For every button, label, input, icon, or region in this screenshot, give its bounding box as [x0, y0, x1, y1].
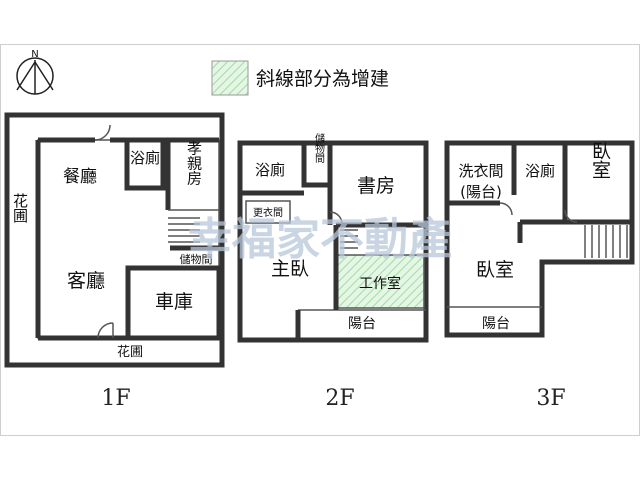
floor-1f: 餐廳 浴廁 孝親房 花圃 客廳 儲物間 車庫 花圃: [4, 112, 225, 368]
compass-icon: [16, 57, 54, 95]
room-2f-bath: 浴廁: [255, 161, 285, 179]
room-3f-laundry: 洗衣間: [458, 162, 503, 180]
room-1f-living: 客廳: [67, 270, 105, 292]
room-3f-bedroom-a: 臥室: [589, 141, 611, 179]
addition-2f-workroom: [335, 254, 425, 309]
room-3f-bath: 浴廁: [525, 162, 555, 180]
room-2f-study: 書房: [357, 175, 395, 197]
room-1f-storage: 儲物間: [180, 252, 213, 266]
floor-label-1f: 1F: [101, 386, 130, 411]
room-1f-dining: 餐廳: [63, 167, 97, 187]
room-2f-balcony: 陽台: [348, 316, 376, 332]
compass: N: [16, 49, 54, 95]
floor-label-3f: 3F: [536, 386, 565, 411]
floor-2f: 浴廁 儲物間 書房 更衣間 主臥 工作室 陽台: [237, 133, 429, 343]
compass-north-label: N: [31, 49, 38, 60]
room-1f-garden-side: 花圃: [11, 193, 29, 223]
legend-label: 斜線部分為增建: [256, 68, 389, 90]
room-1f-parents: 孝親房: [185, 141, 203, 186]
room-2f-workroom: 工作室: [359, 275, 401, 292]
room-2f-storage: 儲物間: [313, 133, 325, 164]
floor-3f: 洗衣間 (陽台) 浴廁 臥室 臥室 陽台: [444, 140, 635, 338]
floor-label-2f: 2F: [325, 386, 354, 411]
room-1f-garden-front: 花圃: [117, 344, 143, 360]
watermark: 幸福家不動產: [188, 214, 452, 265]
room-3f-balcony: 陽台: [482, 316, 510, 332]
room-2f-wardrobe: 更衣間: [253, 206, 283, 219]
legend-swatch: [211, 60, 249, 96]
room-1f-bath: 浴廁: [130, 149, 160, 167]
legend: 斜線部分為增建: [211, 60, 389, 96]
room-3f-laundry-sub: (陽台): [460, 183, 502, 201]
room-2f-master: 主臥: [271, 258, 309, 280]
room-1f-garage: 車庫: [155, 291, 193, 313]
room-3f-bedroom-b: 臥室: [476, 259, 514, 281]
